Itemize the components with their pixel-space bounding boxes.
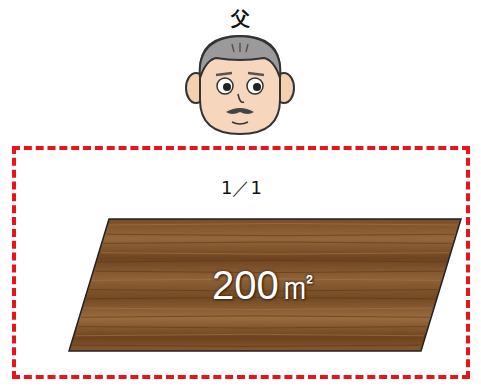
ownership-frame: 1／1 200㎡ bbox=[12, 146, 470, 379]
father-face bbox=[186, 36, 294, 134]
land-parcel-box: 200㎡ bbox=[69, 219, 461, 351]
area-value: 200㎡ bbox=[212, 258, 319, 313]
person-label: 父 bbox=[231, 6, 250, 32]
share-fraction: 1／1 bbox=[221, 176, 262, 200]
